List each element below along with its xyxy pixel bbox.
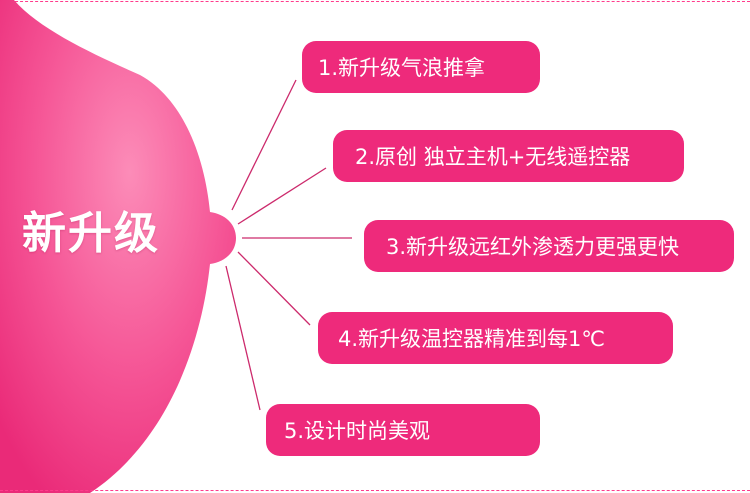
feature-pill-2: 2.原创 独立主机+无线遥控器 [333,130,684,182]
feature-pill-5: 5.设计时尚美观 [266,404,540,456]
hub-title: 新升级 [22,208,160,259]
hub-blob [0,0,236,493]
feature-pill-4: 4.新升级温控器精准到每1℃ [318,312,673,364]
connector-line-1 [231,79,297,211]
bottom-dashed-border [0,490,750,491]
connector-line-4 [237,251,311,326]
top-dashed-border [0,1,750,2]
connector-line-5 [225,265,261,411]
feature-pill-3: 3.新升级远红外渗透力更强更快 [364,220,734,272]
feature-pill-1: 1.新升级气浪推拿 [302,41,540,93]
connector-line-2 [237,167,327,225]
